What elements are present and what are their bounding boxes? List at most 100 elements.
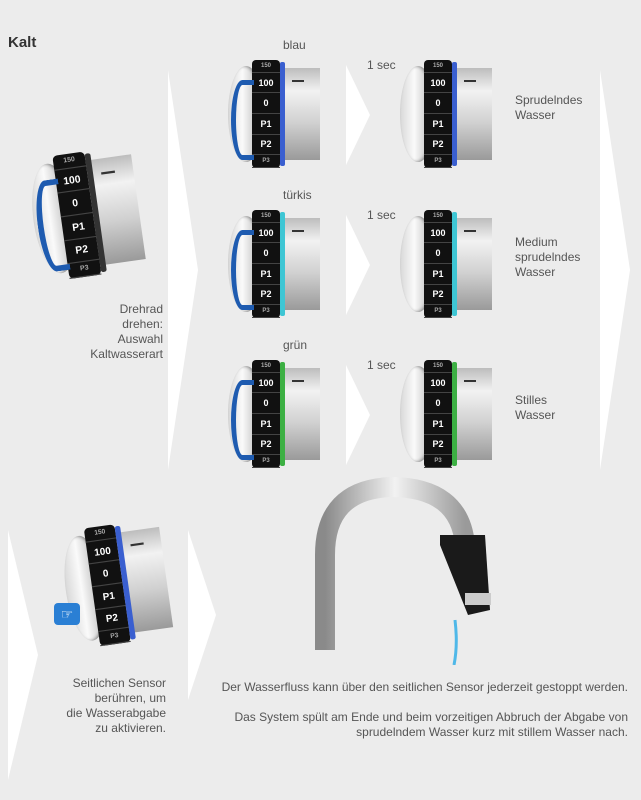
dial-mark: 150 bbox=[424, 210, 452, 223]
faucet-illustration bbox=[315, 476, 491, 665]
label-line: Medium bbox=[515, 235, 558, 249]
dial-mark: 100 bbox=[424, 223, 452, 244]
label-line: Wasser bbox=[515, 265, 556, 279]
note-stop: Der Wasserfluss kann über den seitlichen… bbox=[221, 680, 628, 694]
dial-mark: P1 bbox=[252, 264, 280, 285]
dial-mark: P2 bbox=[424, 135, 452, 156]
dial-mark: P1 bbox=[252, 114, 280, 135]
label-line: Wasser bbox=[515, 408, 556, 422]
dial-mark: 150 bbox=[424, 360, 452, 373]
position-marker bbox=[292, 380, 304, 382]
chevron-arrow-icon bbox=[346, 65, 370, 165]
chevron-arrow-icon bbox=[346, 215, 370, 315]
chevron-arrow-icon bbox=[188, 530, 216, 700]
chevron-arrow-icon bbox=[346, 365, 370, 465]
step1-label: Drehrad drehen: Auswahl Kaltwasserart bbox=[60, 302, 163, 362]
dial-mark: 100 bbox=[252, 73, 280, 94]
label-line: Kaltwasserart bbox=[90, 347, 163, 361]
dial-mark: 0 bbox=[424, 393, 452, 414]
label-line: Wasser bbox=[515, 108, 556, 122]
chevron-arrow-icon bbox=[168, 70, 198, 470]
dial-mark: P3 bbox=[252, 455, 280, 468]
dial-mark: P2 bbox=[252, 135, 280, 156]
dial-mark: 100 bbox=[424, 373, 452, 394]
color-label: grün bbox=[283, 338, 308, 352]
dial-mark: P3 bbox=[424, 455, 452, 468]
color-ring bbox=[280, 362, 285, 466]
chevron-arrow-icon bbox=[8, 530, 38, 780]
dial-mark: P3 bbox=[67, 259, 102, 279]
delay-label: 1 sec bbox=[367, 58, 396, 72]
color-ring bbox=[280, 62, 285, 166]
label-line: Seitlichen Sensor bbox=[72, 676, 166, 690]
dial-mark: P3 bbox=[252, 305, 280, 318]
note-flush: Das System spült am Ende und beim vorzei… bbox=[200, 710, 628, 740]
section-title: Kalt bbox=[8, 34, 37, 51]
dial-mark: 150 bbox=[424, 60, 452, 73]
color-ring bbox=[452, 212, 457, 316]
water-stream bbox=[452, 619, 458, 665]
dial-mark: 150 bbox=[252, 360, 280, 373]
dial-mark: P2 bbox=[252, 285, 280, 306]
dial-mark: 0 bbox=[424, 243, 452, 264]
dial-mark: P3 bbox=[424, 305, 452, 318]
rotate-arrow-icon bbox=[231, 80, 254, 160]
dial-mark: P3 bbox=[424, 155, 452, 168]
rotate-arrow-icon bbox=[231, 380, 254, 460]
note-line: sprudelndem Wasser kurz mit stillem Wass… bbox=[356, 725, 628, 739]
label-line: Auswahl bbox=[117, 332, 163, 346]
step2-label: Seitlichen Sensor berühren, um die Wasse… bbox=[40, 676, 166, 736]
position-marker bbox=[464, 380, 476, 382]
note-line: Das System spült am Ende und beim vorzei… bbox=[234, 710, 628, 724]
position-marker bbox=[464, 230, 476, 232]
dial-mark: 0 bbox=[252, 393, 280, 414]
dial-mark: 150 bbox=[252, 60, 280, 73]
color-label: blau bbox=[283, 38, 306, 52]
dial-mark: 100 bbox=[424, 73, 452, 94]
dial-mark: 0 bbox=[252, 243, 280, 264]
dial-mark: P1 bbox=[424, 264, 452, 285]
color-ring bbox=[280, 212, 285, 316]
label-line: Stilles bbox=[515, 393, 548, 407]
dial-mark: P2 bbox=[252, 435, 280, 456]
dial-mark: P1 bbox=[424, 414, 452, 435]
color-ring bbox=[452, 362, 457, 466]
dial-mark: 0 bbox=[424, 93, 452, 114]
color-ring bbox=[452, 62, 457, 166]
hand-touch-icon: ☞ bbox=[54, 603, 80, 625]
label-line: Sprudelndes bbox=[515, 93, 583, 107]
delay-label: 1 sec bbox=[367, 208, 396, 222]
chevron-arrow-icon bbox=[600, 70, 630, 470]
position-marker bbox=[464, 80, 476, 82]
dial-mark: 100 bbox=[252, 223, 280, 244]
dial-mark: P2 bbox=[424, 435, 452, 456]
dial-mark: 0 bbox=[252, 93, 280, 114]
label-line: zu aktivieren. bbox=[95, 721, 166, 735]
delay-label: 1 sec bbox=[367, 358, 396, 372]
label-line: drehen: bbox=[122, 317, 163, 331]
label-line: Drehrad bbox=[119, 302, 163, 316]
position-marker bbox=[292, 80, 304, 82]
color-label: türkis bbox=[283, 188, 312, 202]
label-line: die Wasserabgabe bbox=[66, 706, 166, 720]
dial-mark: 100 bbox=[252, 373, 280, 394]
dial-mark: P3 bbox=[252, 155, 280, 168]
